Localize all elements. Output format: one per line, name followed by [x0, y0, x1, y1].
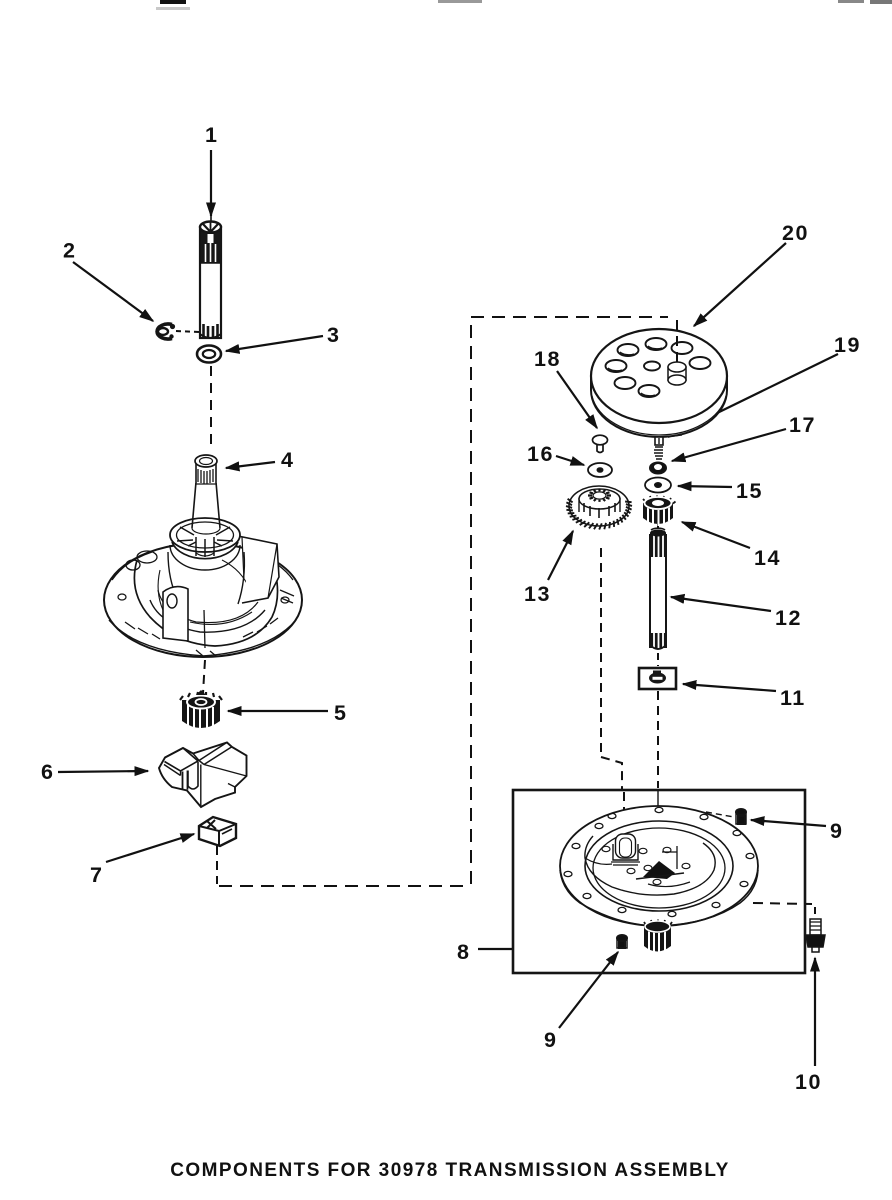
svg-text:5: 5 [334, 701, 347, 725]
svg-text:14: 14 [754, 546, 781, 570]
svg-text:10: 10 [795, 1070, 822, 1094]
svg-text:12: 12 [775, 606, 802, 630]
svg-text:15: 15 [736, 479, 763, 503]
svg-text:19: 19 [834, 333, 861, 357]
svg-text:2: 2 [63, 239, 76, 263]
svg-text:9: 9 [544, 1028, 557, 1052]
svg-text:6: 6 [41, 760, 54, 784]
svg-text:20: 20 [782, 221, 809, 245]
svg-text:1: 1 [205, 123, 218, 147]
svg-text:18: 18 [534, 347, 561, 371]
svg-text:11: 11 [780, 686, 806, 710]
svg-text:3: 3 [327, 323, 340, 347]
svg-text:13: 13 [524, 582, 551, 606]
svg-text:7: 7 [90, 863, 103, 887]
svg-text:COMPONENTS FOR 30978 TRANSMISS: COMPONENTS FOR 30978 TRANSMISSION ASSEMB… [170, 1160, 730, 1181]
svg-text:4: 4 [281, 448, 294, 472]
svg-text:9: 9 [830, 819, 843, 843]
svg-text:16: 16 [527, 442, 554, 466]
svg-text:17: 17 [789, 413, 816, 437]
svg-text:8: 8 [457, 940, 470, 964]
